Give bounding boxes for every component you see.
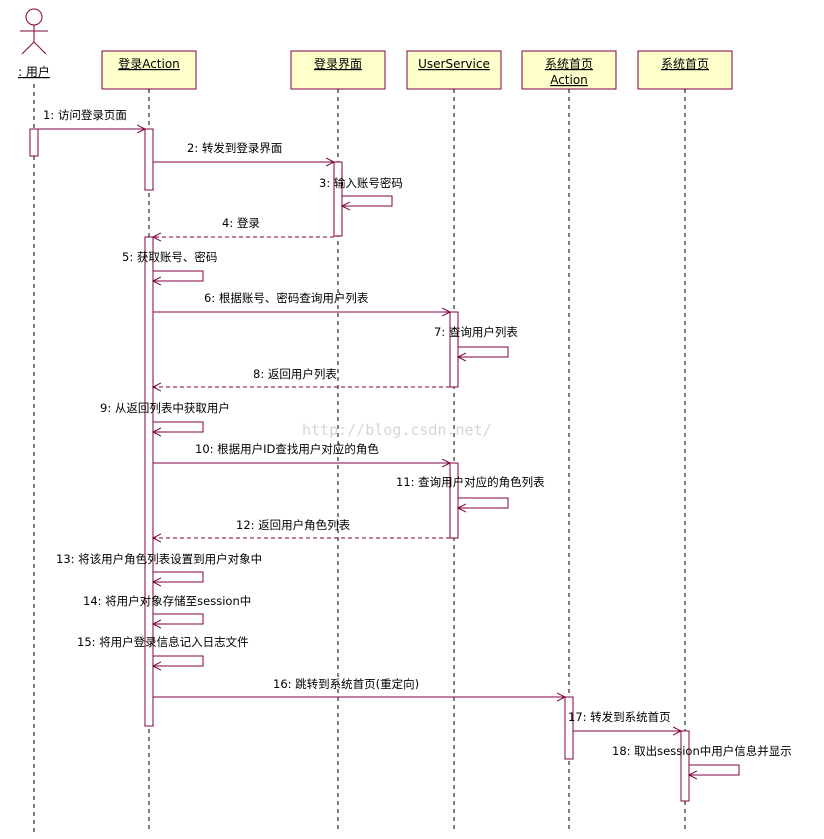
lifeline-home-box	[637, 50, 733, 90]
message-3-arrow	[342, 195, 393, 206]
lifeline-loginui-header: 登录界面	[290, 50, 386, 90]
lifeline-homeact-box	[521, 50, 617, 90]
activation-loginui	[333, 161, 343, 237]
message-11-arrow	[458, 497, 509, 508]
lifeline-loginui-box	[290, 50, 386, 90]
lifeline-action-header: 登录Action	[101, 50, 197, 90]
message-14-arrow	[153, 613, 204, 624]
message-3-label: 3: 输入账号密码	[319, 176, 403, 190]
lifeline-homeact-title-line2: Action	[550, 73, 588, 87]
actor-icon	[20, 8, 48, 55]
actor-label: : 用户	[18, 64, 50, 79]
lifeline-loginui-title: 登录界面	[314, 56, 362, 71]
message-6-label: 6: 根据账号、密码查询用户列表	[204, 291, 369, 305]
message-14-label: 14: 将用户对象存储至session中	[83, 594, 251, 608]
lifeline-action-box	[101, 50, 197, 90]
activation-action-1	[144, 128, 154, 191]
message-7-label: 7: 查询用户列表	[434, 325, 518, 339]
message-13-label: 13: 将该用户角色列表设置到用户对象中	[56, 552, 262, 566]
lifeline-service-header: UserService	[406, 50, 502, 90]
message-4-label: 4: 登录	[222, 216, 260, 230]
message-10-label: 10: 根据用户ID查找用户对应的角色	[195, 442, 379, 456]
lifeline-homeact-title-line1: 系统首页	[545, 57, 593, 71]
activation-action-2	[144, 236, 154, 727]
message-9-arrow	[153, 421, 204, 432]
message-9-label: 9: 从返回列表中获取用户	[100, 401, 230, 415]
activation-service-2	[449, 462, 459, 539]
lifeline-homeact-header: 系统首页 Action	[521, 50, 617, 90]
activation-home	[680, 730, 690, 802]
message-5-label: 5: 获取账号、密码	[122, 250, 217, 264]
message-16-label: 16: 跳转到系统首页(重定向)	[273, 677, 419, 691]
lifeline-service-title: UserService	[418, 57, 490, 71]
message-2-label: 2: 转发到登录界面	[187, 141, 282, 155]
message-1-label: 1: 访问登录页面	[43, 108, 127, 122]
activation-homeact	[564, 696, 574, 760]
activation-service-1	[449, 311, 459, 388]
message-18-label: 18: 取出session中用户信息并显示	[612, 744, 792, 758]
message-15-arrow	[153, 655, 204, 666]
message-7-arrow	[458, 346, 509, 357]
message-15-label: 15: 将用户登录信息记入日志文件	[77, 635, 249, 649]
lifeline-action-title: 登录Action	[118, 56, 180, 71]
lifeline-home-header: 系统首页	[637, 50, 733, 90]
lifeline-home-title: 系统首页	[661, 57, 709, 71]
message-17-label: 17: 转发到系统首页	[568, 710, 671, 724]
message-11-label: 11: 查询用户对应的角色列表	[396, 475, 545, 489]
activation-user	[29, 128, 39, 157]
lifeline-service-box	[406, 50, 502, 90]
watermark: http://blog.csdn.net/	[302, 421, 492, 439]
message-5-arrow	[153, 270, 204, 281]
message-12-label: 12: 返回用户角色列表	[236, 518, 351, 532]
user-actor: : 用户	[18, 8, 50, 79]
message-13-arrow	[153, 571, 204, 582]
message-8-label: 8: 返回用户列表	[253, 367, 337, 381]
message-18-arrow	[689, 764, 740, 775]
